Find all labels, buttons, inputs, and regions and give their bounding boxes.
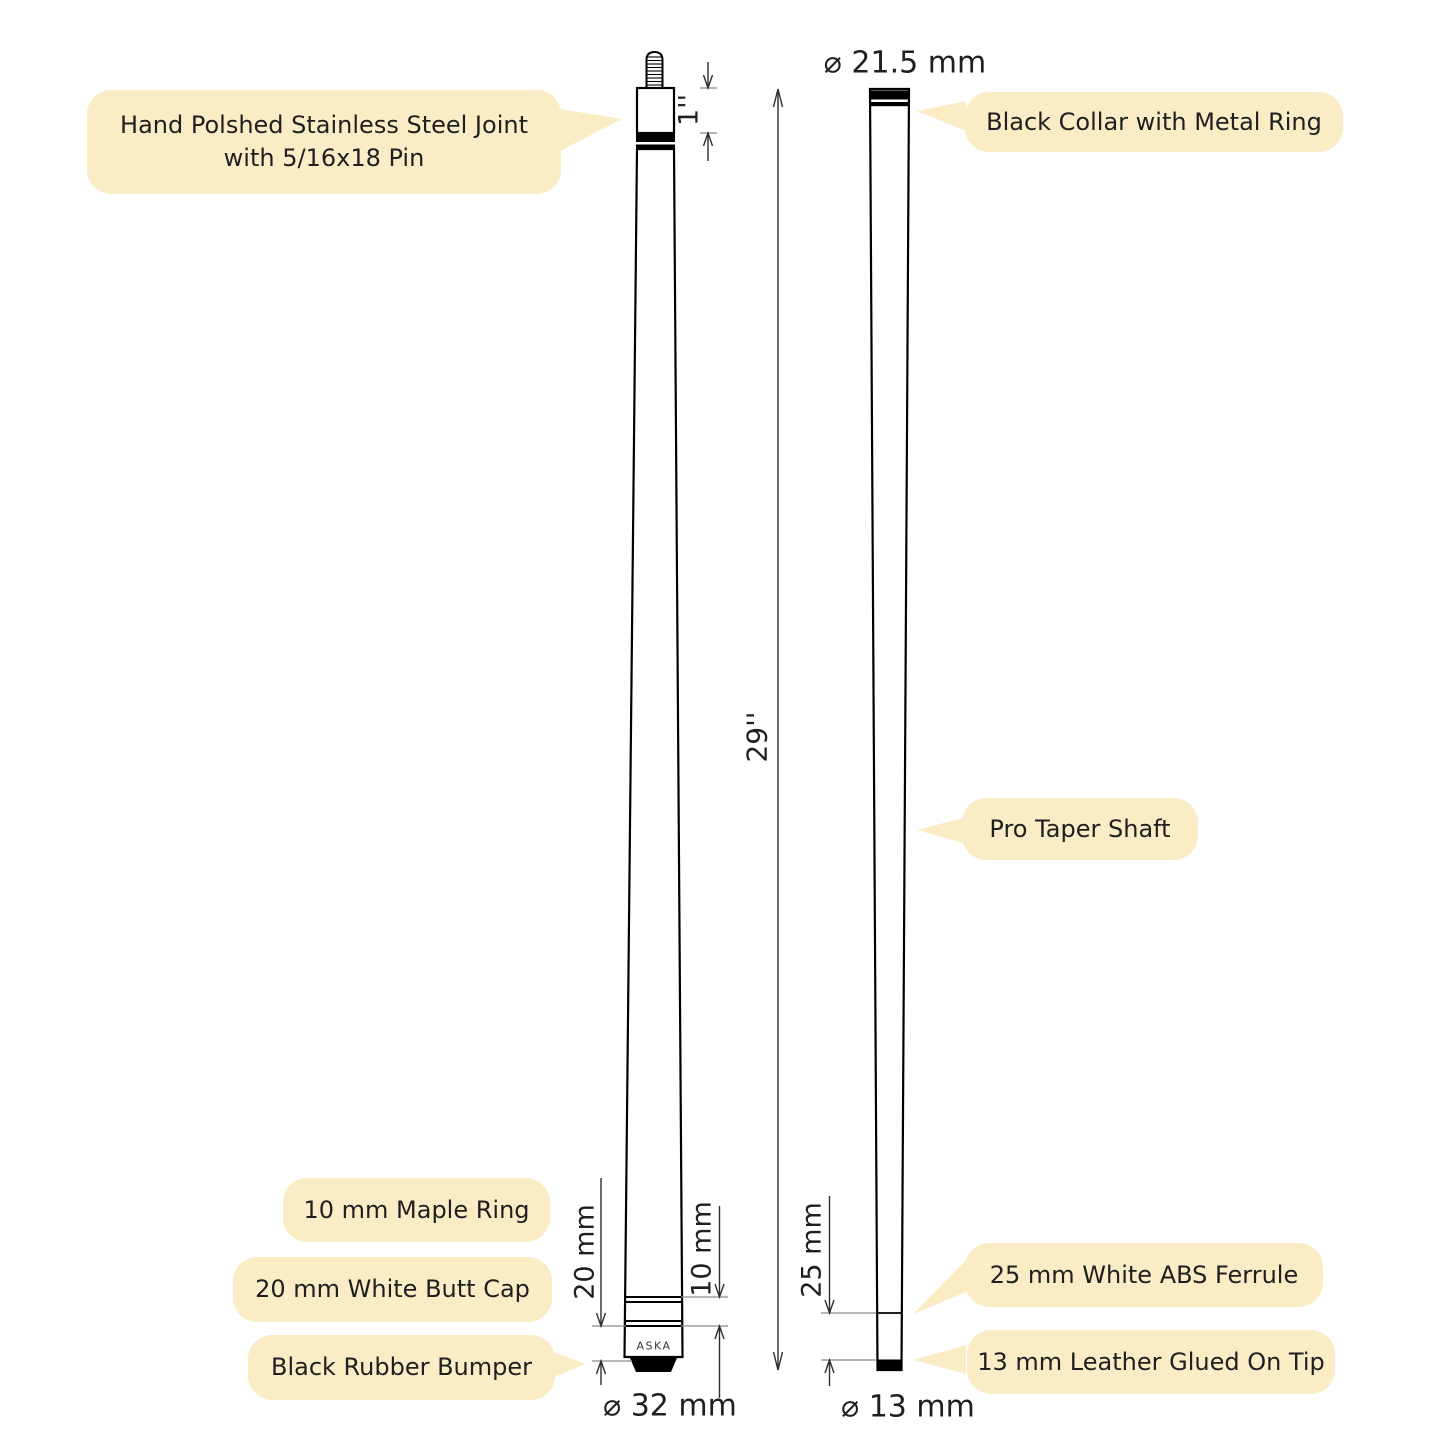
butt-piece (623, 50, 684, 1372)
joint-callout-line1: Hand Polshed Stainless Steel Joint (120, 111, 528, 139)
butt-cap-callout-text: 20 mm White Butt Cap (255, 1275, 530, 1303)
steel-joint-collar (635, 86, 676, 135)
tip-callout-tail (913, 1345, 966, 1374)
shaft-diameter-label: ⌀ 21.5 mm (823, 45, 987, 81)
ferrule-callout-tail (913, 1260, 966, 1314)
butt-body (623, 147, 684, 1359)
dimension-lines (595, 62, 835, 1398)
taper-callout-text: Pro Taper Shaft (989, 814, 1171, 843)
joint-callout-tail (560, 109, 622, 151)
butt-cap-callout: 20 mm White Butt Cap (233, 1257, 552, 1322)
dim-shaft-29in (772, 88, 784, 1371)
maple-ring-lines (624, 1296, 682, 1327)
tip-callout-text: 13 mm Leather Glued On Tip (977, 1347, 1325, 1376)
maple-ring-callout: 10 mm Maple Ring (283, 1178, 550, 1242)
joint-black-ring-thin (636, 144, 675, 149)
dim-ferrule-25mm (824, 1196, 835, 1386)
joint-callout: Hand Polshed Stainless Steel Joint with … (87, 90, 561, 194)
bumper-callout: Black Rubber Bumper (248, 1335, 555, 1400)
shaft-body (868, 87, 911, 1372)
joint-length-label: 1'' (673, 93, 705, 127)
brand-label: ASKA (636, 1339, 672, 1353)
collar-callout-tail (917, 101, 966, 131)
rubber-bumper (630, 1358, 677, 1372)
taper-callout: Pro Taper Shaft (962, 798, 1198, 860)
bumper-callout-text: Black Rubber Bumper (270, 1353, 533, 1381)
tip-callout: 13 mm Leather Glued On Tip (967, 1330, 1335, 1394)
shaft-collar-band-thick (870, 90, 909, 100)
dim-butt-cap-20mm (595, 1178, 607, 1385)
maple-ring-callout-text: 10 mm Maple Ring (303, 1195, 530, 1224)
ferrule-length-label: 25 mm (796, 1202, 828, 1298)
dim-maple-ring-10mm (714, 1206, 725, 1398)
butt-cap-length-label: 20 mm (569, 1204, 601, 1300)
shaft-collar-band-thin (870, 102, 909, 107)
collar-callout: Black Collar with Metal Ring (965, 92, 1343, 152)
leather-tip (877, 1359, 902, 1370)
dim-joint-1in (702, 62, 714, 161)
shaft-length-label: 29'' (740, 711, 774, 763)
joint-callout-line2: with 5/16x18 Pin (223, 144, 425, 172)
collar-callout-text: Black Collar with Metal Ring (986, 107, 1322, 136)
ferrule-callout: 25 mm White ABS Ferrule (965, 1243, 1323, 1307)
shaft-piece (868, 87, 911, 1372)
joint-pin-threads (647, 56, 662, 86)
bumper-callout-tail (554, 1352, 586, 1377)
joint-black-ring-thick (636, 133, 675, 142)
ferrule-callout-text: 25 mm White ABS Ferrule (989, 1260, 1299, 1289)
tip-diameter-label: ⌀ 13 mm (841, 1389, 975, 1425)
callout-tails (554, 101, 966, 1377)
taper-callout-tail (917, 818, 963, 843)
butt-diameter-label: ⌀ 32 mm (603, 1388, 737, 1424)
maple-ring-length-label: 10 mm (686, 1201, 718, 1297)
